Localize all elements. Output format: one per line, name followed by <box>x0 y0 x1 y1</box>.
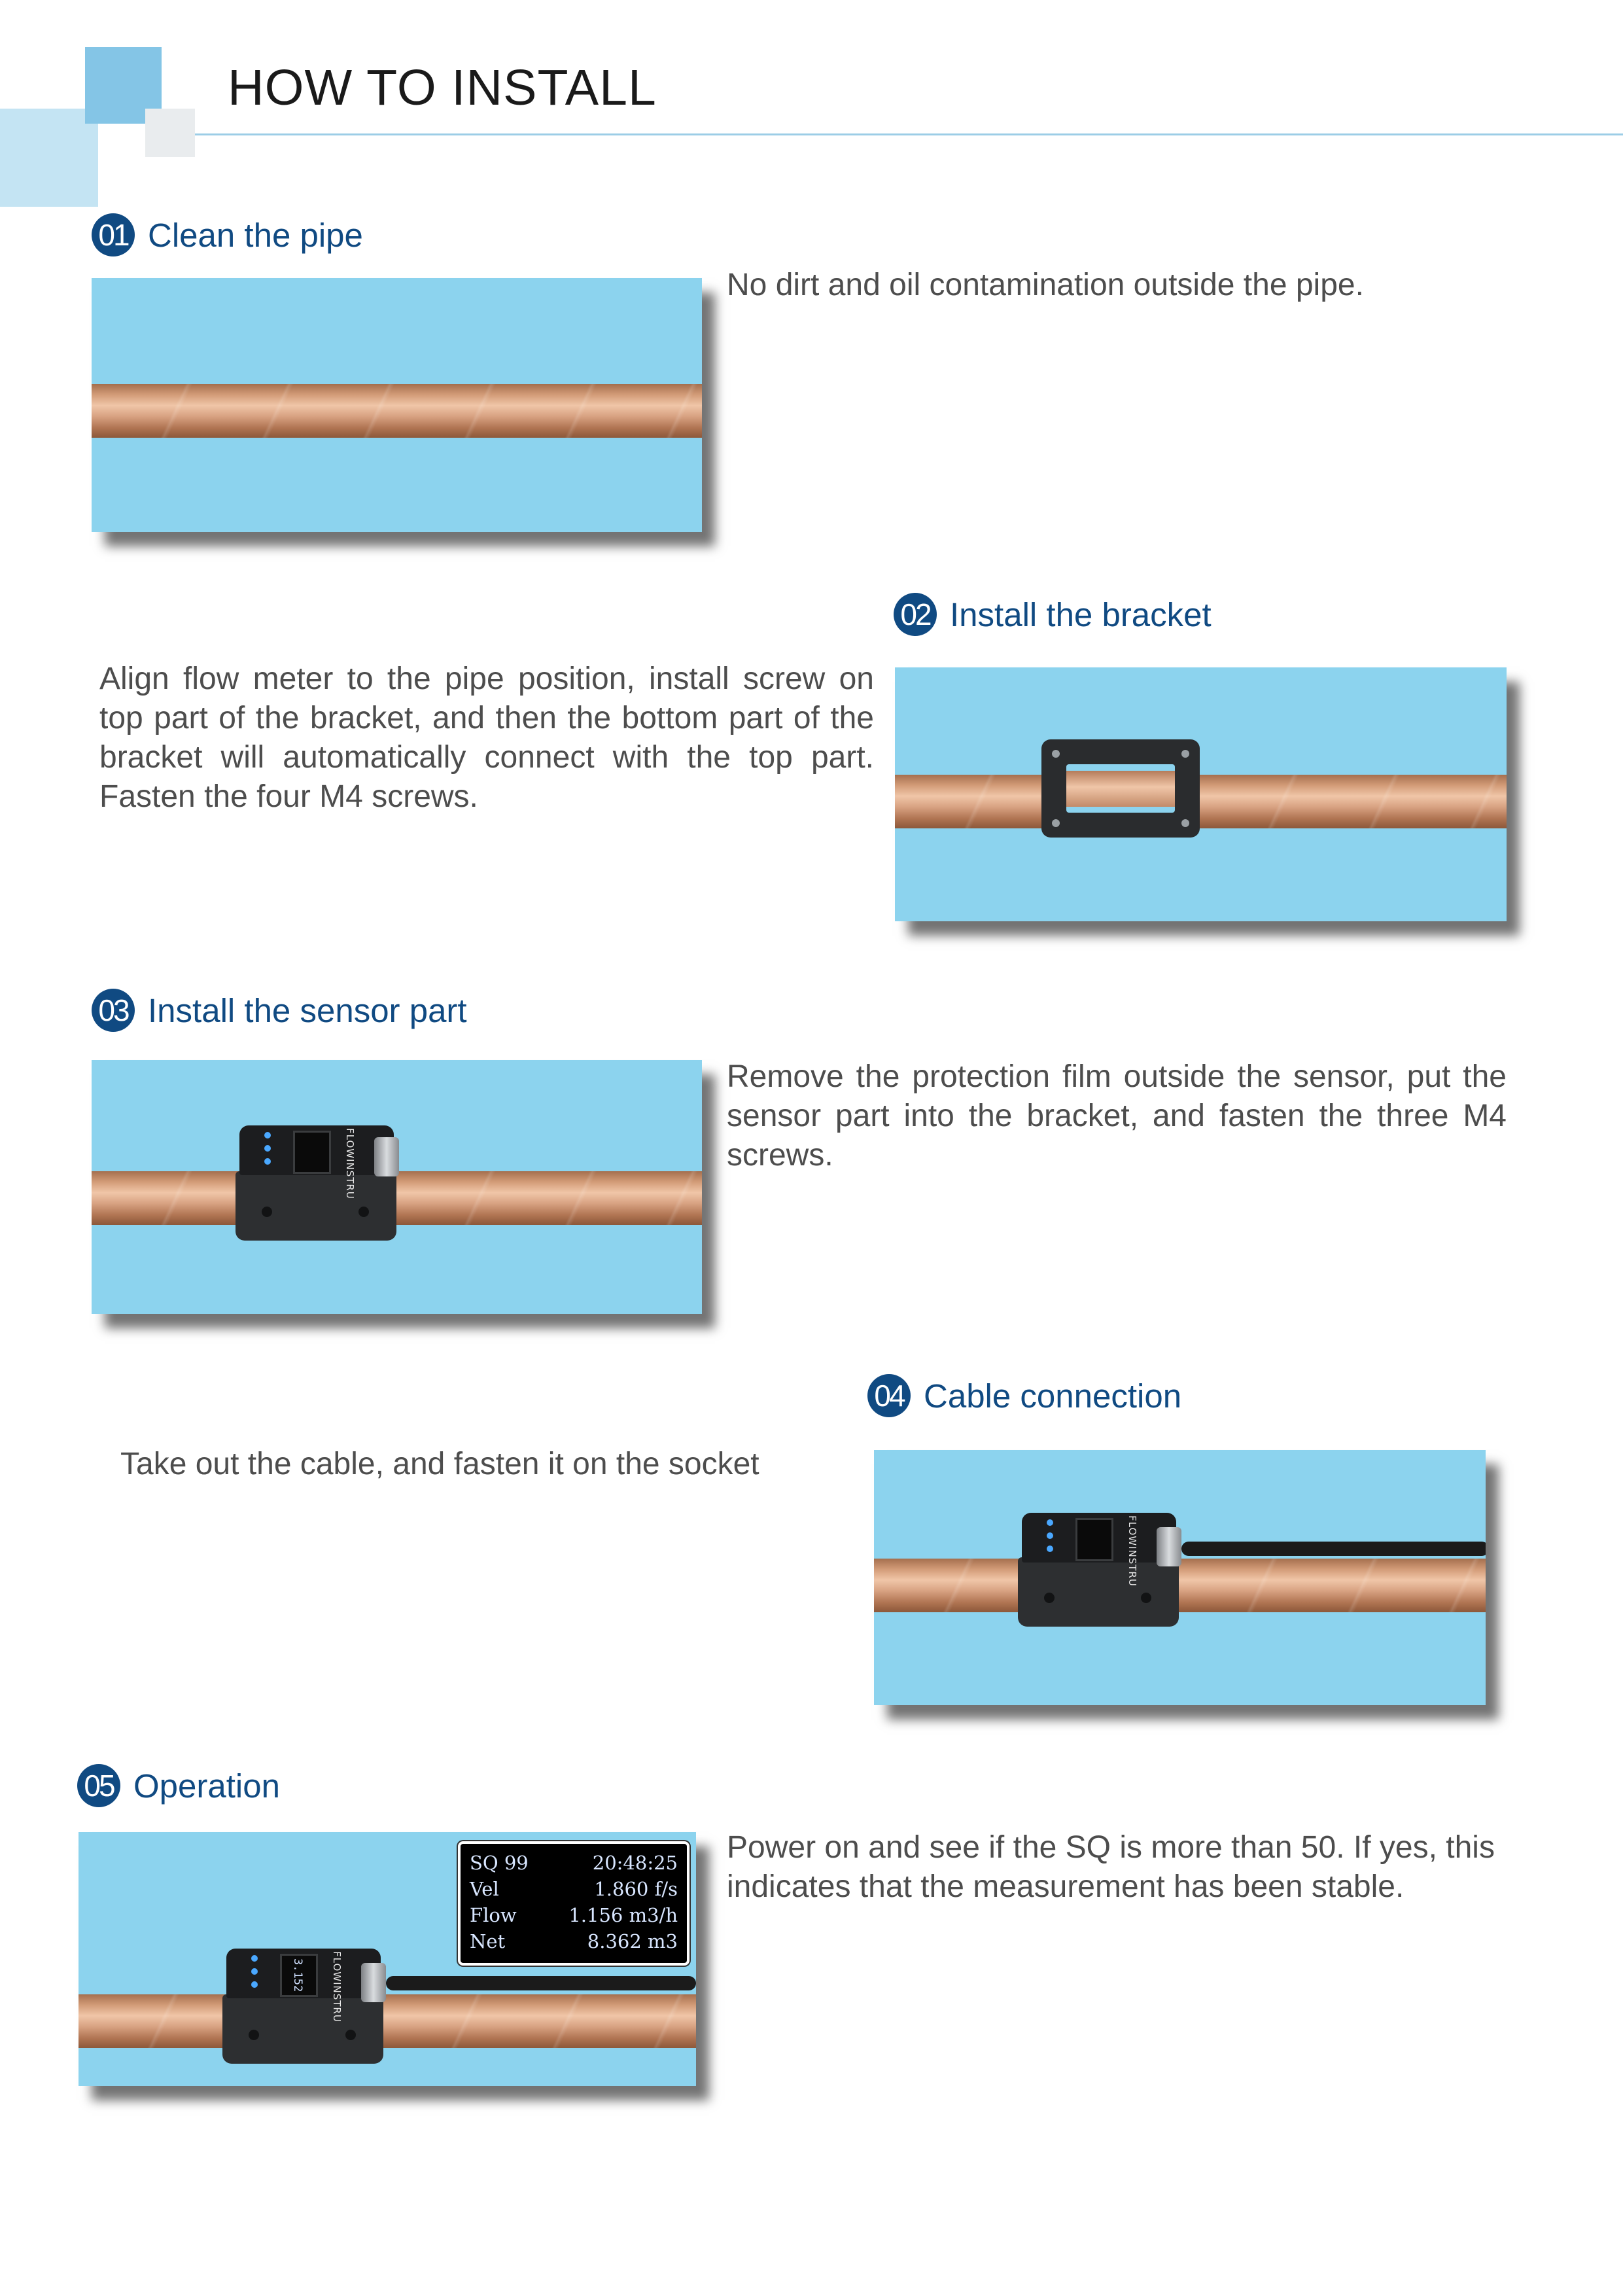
screw <box>358 1207 369 1217</box>
sensor-display: 3.152 <box>280 1954 318 1997</box>
step-01-heading: 01 Clean the pipe <box>92 213 363 256</box>
indicator-led <box>264 1132 271 1139</box>
pipe <box>92 1171 702 1225</box>
sensor-display <box>293 1131 331 1174</box>
header-decor-square-grey <box>145 109 195 157</box>
pipe <box>1066 771 1175 807</box>
sensor-top: 3.152 FLOWINSTRU <box>226 1949 381 2022</box>
step-04-heading: 04 Cable connection <box>867 1374 1181 1417</box>
step-01-text: No dirt and oil contamination outside th… <box>727 268 1364 302</box>
step-number-badge: 03 <box>92 989 135 1032</box>
readout-label: SQ 99 <box>470 1852 529 1874</box>
pipe <box>895 775 1507 828</box>
step-04-photo: FLOWINSTRU <box>874 1450 1486 1705</box>
readout-row: Vel 1.860 f/s <box>470 1878 678 1904</box>
indicator-led <box>251 1981 258 1988</box>
step-title: Install the sensor part <box>148 991 467 1029</box>
indicator-led <box>1047 1519 1053 1526</box>
step-01-photo <box>92 278 702 532</box>
readout-value: 8.362 m3 <box>587 1930 678 1952</box>
step-03-photo: FLOWINSTRU <box>92 1060 702 1314</box>
step-03-text: Remove the protection film outside the s… <box>727 1059 1507 1173</box>
indicator-led <box>251 1955 258 1962</box>
step-number-badge: 04 <box>867 1374 911 1417</box>
sensor-top: FLOWINSTRU <box>1022 1513 1176 1587</box>
readout-row: Flow 1.156 m3/h <box>470 1904 678 1930</box>
sensor-body <box>222 1994 383 2064</box>
indicator-led <box>1047 1545 1053 1552</box>
screw <box>249 2030 259 2040</box>
pipe <box>92 384 702 438</box>
pipe <box>79 1994 696 2048</box>
readout-value: 1.860 f/s <box>594 1878 678 1900</box>
step-02-text: Align flow meter to the pipe position, i… <box>99 662 874 814</box>
cable-socket <box>374 1137 399 1176</box>
step-05-photo: 3.152 FLOWINSTRU SQ 99 20:48:25 Vel 1.86… <box>79 1832 696 2086</box>
readout-value: 1.156 m3/h <box>568 1904 678 1926</box>
screw <box>262 1207 272 1217</box>
indicator-led <box>264 1158 271 1165</box>
readout-label: Flow <box>470 1904 517 1926</box>
sensor-display <box>1075 1518 1113 1561</box>
screw <box>345 2030 356 2040</box>
header-rule <box>195 133 1623 135</box>
step-title: Clean the pipe <box>148 216 363 254</box>
header-decor-square-light <box>0 109 98 207</box>
readout-row: SQ 99 20:48:25 <box>470 1852 678 1878</box>
step-04-text: Take out the cable, and fasten it on the… <box>120 1447 759 1481</box>
sensor-body <box>1018 1557 1179 1627</box>
step-number-badge: 01 <box>92 213 135 256</box>
readout-label: Net <box>470 1930 506 1952</box>
lcd-readout: SQ 99 20:48:25 Vel 1.860 f/s Flow 1.156 … <box>458 1841 689 1966</box>
indicator-led <box>251 1968 258 1975</box>
pipe <box>874 1559 1486 1612</box>
step-title: Operation <box>133 1767 280 1805</box>
screw-hole <box>1052 750 1060 758</box>
cable <box>386 1976 696 1990</box>
screw-hole <box>1052 819 1060 827</box>
screw <box>1044 1593 1055 1603</box>
screw-hole <box>1181 750 1189 758</box>
indicator-led <box>1047 1532 1053 1539</box>
step-02-heading: 02 Install the bracket <box>894 593 1212 636</box>
indicator-led <box>264 1145 271 1152</box>
brand-label: FLOWINSTRU <box>344 1128 356 1199</box>
readout-value: 20:48:25 <box>592 1852 678 1874</box>
brand-label: FLOWINSTRU <box>331 1951 343 2022</box>
step-03-heading: 03 Install the sensor part <box>92 989 467 1032</box>
screw-hole <box>1181 819 1189 827</box>
step-title: Install the bracket <box>950 595 1212 633</box>
sensor-body <box>236 1171 396 1241</box>
bracket <box>1041 739 1200 838</box>
screw <box>1141 1593 1151 1603</box>
cable-socket <box>1157 1527 1181 1566</box>
cable <box>1181 1542 1486 1556</box>
step-number-badge: 02 <box>894 593 937 636</box>
brand-label: FLOWINSTRU <box>1126 1515 1138 1587</box>
step-02-photo <box>895 667 1507 921</box>
step-05-heading: 05 Operation <box>77 1764 280 1807</box>
step-number-badge: 05 <box>77 1764 120 1807</box>
bracket-window <box>1066 764 1175 813</box>
cable-socket <box>361 1963 386 2002</box>
readout-row: Net 8.362 m3 <box>470 1930 678 1956</box>
page-title: HOW TO INSTALL <box>228 60 657 116</box>
sensor-top: FLOWINSTRU <box>239 1125 394 1199</box>
sensor-display-value: 3.152 <box>291 1958 304 1992</box>
step-05-text: Power on and see if the SQ is more than … <box>727 1830 1495 1904</box>
readout-label: Vel <box>470 1878 499 1900</box>
step-title: Cable connection <box>924 1377 1182 1415</box>
